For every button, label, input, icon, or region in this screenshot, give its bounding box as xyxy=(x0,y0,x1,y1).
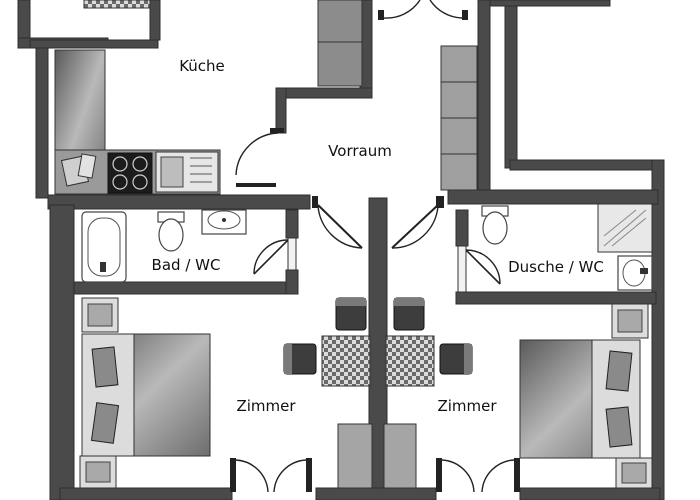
table-left xyxy=(321,335,371,387)
chair-left-top xyxy=(335,297,367,331)
double-bed-left xyxy=(81,333,211,457)
room-label-bath-left: Bad / WC xyxy=(152,256,221,274)
nightstand-bottom-right xyxy=(615,457,653,489)
door-bottom-right-double xyxy=(436,458,520,493)
bathtub xyxy=(81,211,127,283)
door-bath-right xyxy=(391,196,444,249)
nightstand-bottom-left xyxy=(79,455,117,489)
paper-towel-icon xyxy=(60,153,97,187)
room-label-hall: Vorraum xyxy=(328,142,392,160)
washbasin-left xyxy=(201,209,247,235)
chair-left-side xyxy=(283,343,317,375)
kitchen-top-shelf xyxy=(83,0,151,9)
door-bath-left-inner xyxy=(253,237,297,275)
double-bed-right xyxy=(519,339,641,459)
nightstand-top-right xyxy=(611,303,649,339)
door-bath-right-inner xyxy=(457,245,501,293)
nightstand-top-left xyxy=(81,297,119,333)
door-bath-left xyxy=(312,196,363,249)
cooktop xyxy=(107,152,153,194)
toilet-left xyxy=(157,211,185,252)
chair-right-side xyxy=(439,343,473,375)
walls xyxy=(17,0,665,500)
room-label-room-right: Zimmer xyxy=(437,397,497,415)
exterior-area xyxy=(510,0,700,170)
room-label-room-left: Zimmer xyxy=(236,397,296,415)
shower xyxy=(597,203,653,253)
door-bottom-left-double xyxy=(230,458,312,493)
hall-wardrobe-top xyxy=(317,0,363,87)
room-label-kitchen: Küche xyxy=(179,57,225,75)
door-top-double xyxy=(378,0,468,20)
washbasin-right xyxy=(617,255,653,291)
door-kitchen xyxy=(235,128,284,187)
chair-right-top xyxy=(393,297,425,331)
wardrobe-bottom-center xyxy=(337,423,417,489)
room-label-bath-right: Dusche / WC xyxy=(508,258,604,276)
toilet-right xyxy=(481,205,509,245)
hall-wardrobe-right xyxy=(440,45,478,191)
table-right xyxy=(385,335,435,387)
kitchen-sink xyxy=(155,151,219,193)
